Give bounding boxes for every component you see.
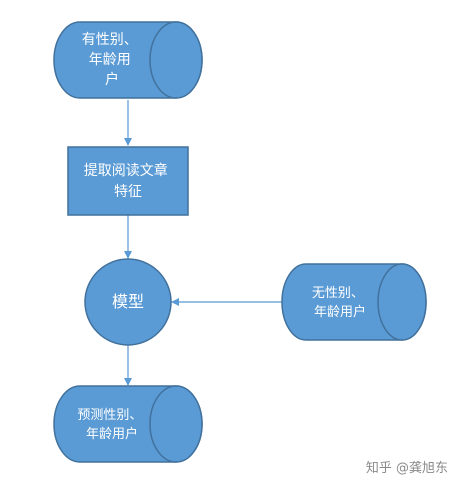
node-label-line: 无性别、 [312,286,364,301]
cylinder-cap [149,21,203,99]
connectors [124,100,284,386]
model-circle [84,258,172,346]
node-label-line: 模型 [112,292,144,311]
node-label-line: 年龄用 [89,52,131,68]
node-feature-extraction: 提取阅读文章 特征 [67,146,189,216]
node-input-users: 有性别、 年龄用 户 [53,21,203,99]
cylinder-cap [149,385,203,463]
node-label-line: 户 [105,71,119,88]
node-label: 无性别、 年龄用户 [312,286,368,320]
node-label: 模型 [112,292,144,311]
node-label: 有性别、 年龄用 户 [82,32,142,88]
node-label-line: 提取阅读文章 [84,162,168,179]
node-label-line: 年龄用户 [86,426,138,442]
node-label-line: 预测性别、 [77,408,142,423]
node-label-line: 特征 [114,184,142,200]
node-label-line: 年龄用户 [314,304,366,320]
node-model: 模型 [84,258,172,346]
node-label: 提取阅读文章 特征 [84,162,172,200]
node-label-line: 有性别、 [82,32,138,48]
watermark: 知乎 @龚旭东 [366,460,448,476]
node-unknown-users: 无性别、 年龄用户 [281,263,427,341]
node-prediction: 预测性别、 年龄用户 [53,385,203,463]
process-box [67,146,189,216]
node-label: 预测性别、 年龄用户 [77,408,146,442]
cylinder-cap [377,263,427,341]
